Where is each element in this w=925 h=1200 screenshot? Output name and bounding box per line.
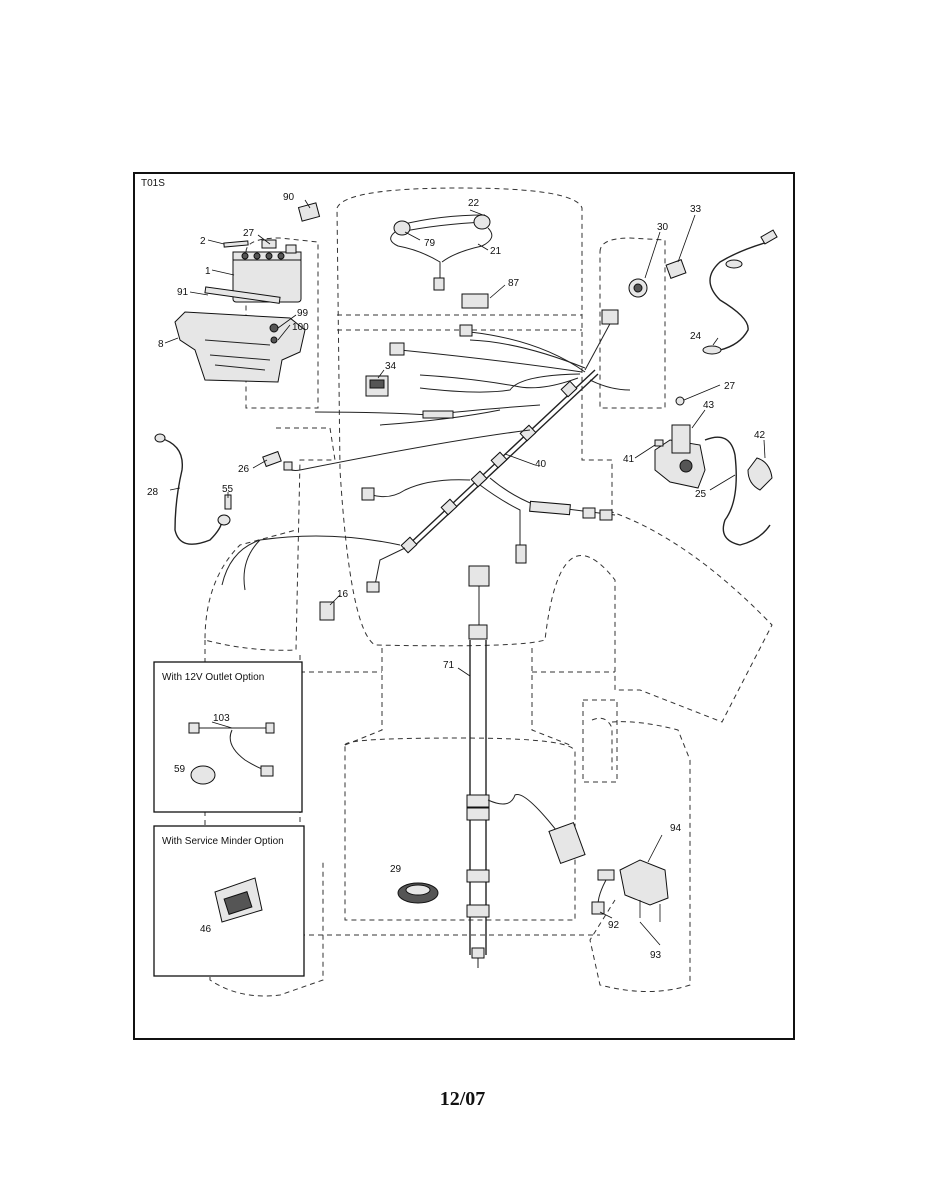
- callout-8: 8: [158, 339, 164, 350]
- callout-90: 90: [283, 192, 295, 203]
- callout-46: 46: [200, 924, 212, 935]
- seat-switch-group: [591, 859, 669, 922]
- inset-outlet-title: With 12V Outlet Option: [162, 672, 264, 683]
- callout-numbers: 90 22 27 2 79 21 1 91 99 100 8 87 30 33 …: [147, 192, 766, 961]
- callout-27-lower: 27: [724, 381, 736, 392]
- callout-34: 34: [385, 361, 397, 372]
- callout-71: 71: [443, 660, 455, 671]
- callout-43: 43: [703, 400, 715, 411]
- callout-93: 93: [650, 950, 662, 961]
- callout-16: 16: [337, 589, 349, 600]
- callout-92: 92: [608, 920, 620, 931]
- switch-group: [628, 229, 778, 355]
- callout-29: 29: [390, 864, 402, 875]
- diagram-code: T01S: [141, 178, 165, 189]
- callout-79: 79: [424, 238, 436, 249]
- inset-minder-title: With Service Minder Option: [162, 836, 284, 847]
- callout-27: 27: [243, 228, 255, 239]
- inset-12v-outlet: With 12V Outlet Option: [153, 661, 303, 813]
- headlight-group: [390, 214, 493, 309]
- battery-group: [174, 202, 321, 383]
- callout-59: 59: [174, 764, 186, 775]
- tractor-outline: [204, 187, 773, 997]
- callout-91: 91: [177, 287, 189, 298]
- ground-cables: [154, 433, 335, 621]
- callout-25: 25: [695, 489, 707, 500]
- callout-103: 103: [213, 713, 230, 724]
- callout-87: 87: [508, 278, 520, 289]
- callout-22: 22: [468, 198, 480, 209]
- callout-30: 30: [657, 222, 669, 233]
- callout-21: 21: [490, 246, 502, 257]
- callout-33: 33: [690, 204, 702, 215]
- callout-26: 26: [238, 464, 250, 475]
- callout-40: 40: [535, 459, 547, 470]
- page-footer-date: 12/07: [439, 1088, 486, 1110]
- callout-94: 94: [670, 823, 682, 834]
- callout-55: 55: [222, 484, 234, 495]
- inset-service-minder: With Service Minder Option: [153, 825, 305, 977]
- callout-99: 99: [297, 308, 309, 319]
- callout-1: 1: [205, 266, 211, 277]
- callout-100: 100: [292, 322, 309, 333]
- callout-24: 24: [690, 331, 702, 342]
- callout-41: 41: [623, 454, 635, 465]
- diagram-frame: [133, 172, 795, 1040]
- leader-lines: [164, 199, 766, 946]
- lower-harness: [397, 565, 586, 968]
- callout-42: 42: [754, 430, 766, 441]
- solenoid-group: [654, 396, 773, 546]
- callout-28: 28: [147, 487, 159, 498]
- callout-2: 2: [200, 236, 206, 247]
